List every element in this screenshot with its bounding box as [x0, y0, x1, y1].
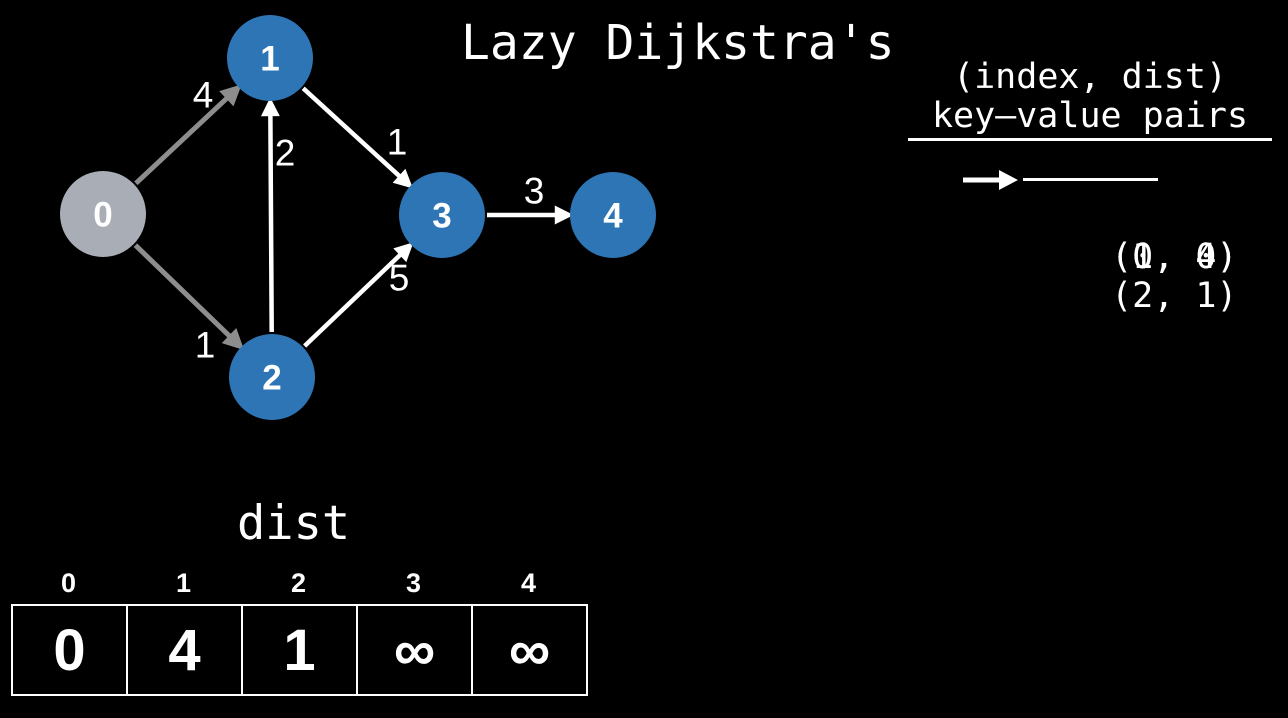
slide-title: Lazy Dijkstra's	[461, 15, 895, 71]
node-2	[229, 334, 315, 420]
graph-nodes: 0 1 2 3 4	[60, 15, 656, 420]
dist-cell: ∞	[471, 604, 588, 696]
current-entry-arrow-icon	[963, 169, 1018, 190]
dist-index-label: 2	[290, 568, 307, 598]
edge-1-3	[301, 86, 413, 189]
dist-cell: 1	[241, 604, 358, 696]
pq-underline	[908, 138, 1272, 141]
dist-index-row: 0 1 2 3 4	[11, 569, 591, 597]
pq-entry-current: (0, 0)	[905, 160, 1275, 277]
strikethrough-line	[1023, 178, 1158, 181]
dist-cell-value: ∞	[393, 617, 436, 683]
edge-2-3	[303, 242, 414, 348]
edge-weight-labels: 4 1 2 1 5 3	[193, 75, 545, 366]
dist-cell-value: 1	[283, 617, 316, 683]
node-1-label: 1	[260, 40, 279, 79]
edge-1-3-weight: 1	[387, 122, 408, 163]
dist-array: 0 4 1 ∞ ∞	[11, 604, 588, 696]
dist-cell-value: ∞	[508, 617, 551, 683]
edge-2-3-weight: 5	[389, 258, 410, 299]
dist-index-label: 4	[520, 568, 537, 598]
dist-cell: ∞	[356, 604, 473, 696]
dist-cell-value: 4	[168, 617, 201, 683]
graph-edges	[133, 84, 574, 351]
edge-2-1-weight: 2	[275, 133, 296, 174]
pq-entries: (0, 0) (1, 4) (2, 1)	[905, 160, 1275, 316]
edge-0-1	[134, 84, 242, 186]
node-2-label: 2	[262, 359, 281, 398]
dist-index-label: 3	[405, 568, 422, 598]
node-4-label: 4	[603, 197, 623, 236]
edge-3-4-weight: 3	[524, 171, 545, 212]
edge-0-2	[133, 243, 245, 351]
dist-cell: 0	[11, 604, 128, 696]
node-0-label: 0	[93, 196, 112, 235]
pq-heading-line1: (index, dist)	[953, 57, 1227, 97]
pq-entry-text: (2, 1)	[1111, 276, 1238, 316]
edge-0-2-weight: 1	[195, 325, 216, 366]
pq-entry-text: (1, 4)	[1111, 237, 1238, 277]
node-0	[60, 171, 146, 257]
dist-title: dist	[237, 496, 351, 551]
dist-index-label: 1	[175, 568, 192, 598]
pq-entry: (2, 1)	[905, 238, 1275, 316]
priority-queue-panel: (index, dist) key–value pairs (0, 0) (1,…	[905, 57, 1275, 316]
dist-cell-value: 0	[53, 617, 86, 683]
node-3-label: 3	[432, 197, 451, 236]
pq-heading-line2: key–value pairs	[931, 96, 1249, 136]
edge-0-1-weight: 4	[193, 75, 214, 116]
node-4	[570, 172, 656, 258]
node-3	[399, 172, 485, 258]
pq-entry: (1, 4)	[905, 199, 1275, 277]
node-1	[227, 15, 313, 101]
edge-2-1	[260, 97, 280, 333]
dist-index-label: 0	[60, 568, 77, 598]
pq-entry-text: (0, 0)	[1111, 237, 1238, 277]
dist-cell: 4	[126, 604, 243, 696]
